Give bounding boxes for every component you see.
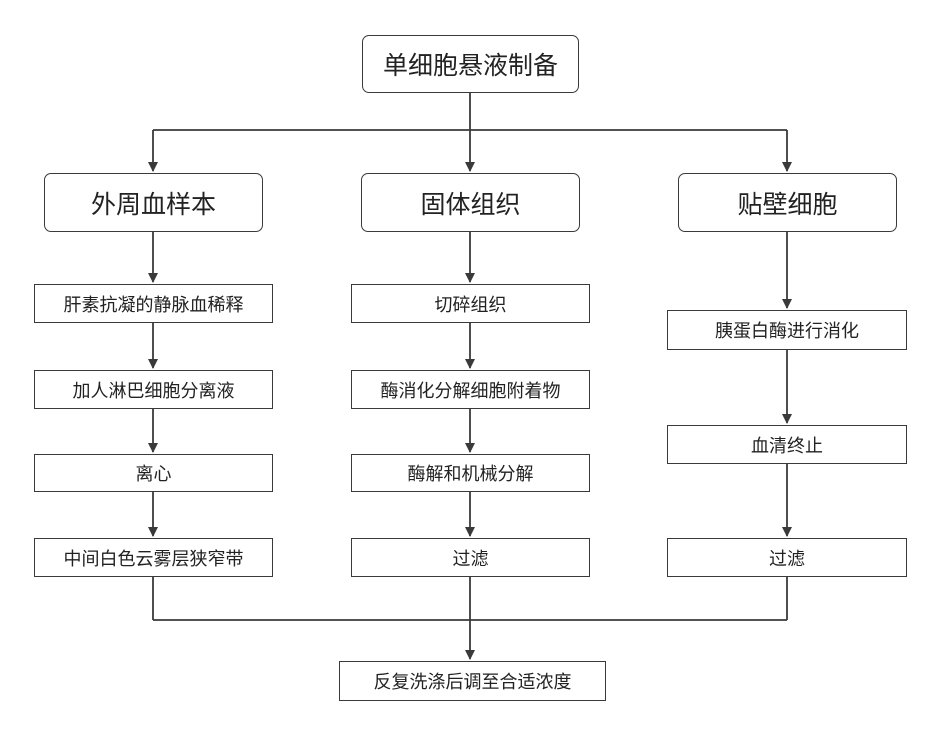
branch-3-step-1: 胰蛋白酶进行消化	[667, 310, 907, 350]
branch-2-step-3: 酶解和机械分解	[351, 454, 590, 492]
branch-2-step-1: 切碎组织	[351, 284, 590, 323]
branch-1-step-2: 加人淋巴细胞分离液	[34, 370, 273, 409]
branch-3-title: 贴壁细胞	[678, 173, 897, 232]
root-node: 单细胞悬液制备	[362, 35, 579, 93]
branch-3-step-2: 血清终止	[667, 425, 907, 464]
branch-1-title: 外周血样本	[44, 173, 263, 232]
final-node: 反复洗涤后调至合适浓度	[339, 661, 606, 701]
branch-2-step-2: 酶消化分解细胞附着物	[351, 370, 590, 409]
branch-2-step-4: 过滤	[351, 538, 590, 577]
branch-1-step-1: 肝素抗凝的静脉血稀释	[34, 284, 273, 323]
branch-1-step-4: 中间白色云雾层狭窄带	[34, 538, 273, 577]
branch-1-step-3: 离心	[34, 454, 273, 492]
branch-3-step-3: 过滤	[667, 538, 907, 577]
branch-2-title: 固体组织	[361, 173, 580, 232]
